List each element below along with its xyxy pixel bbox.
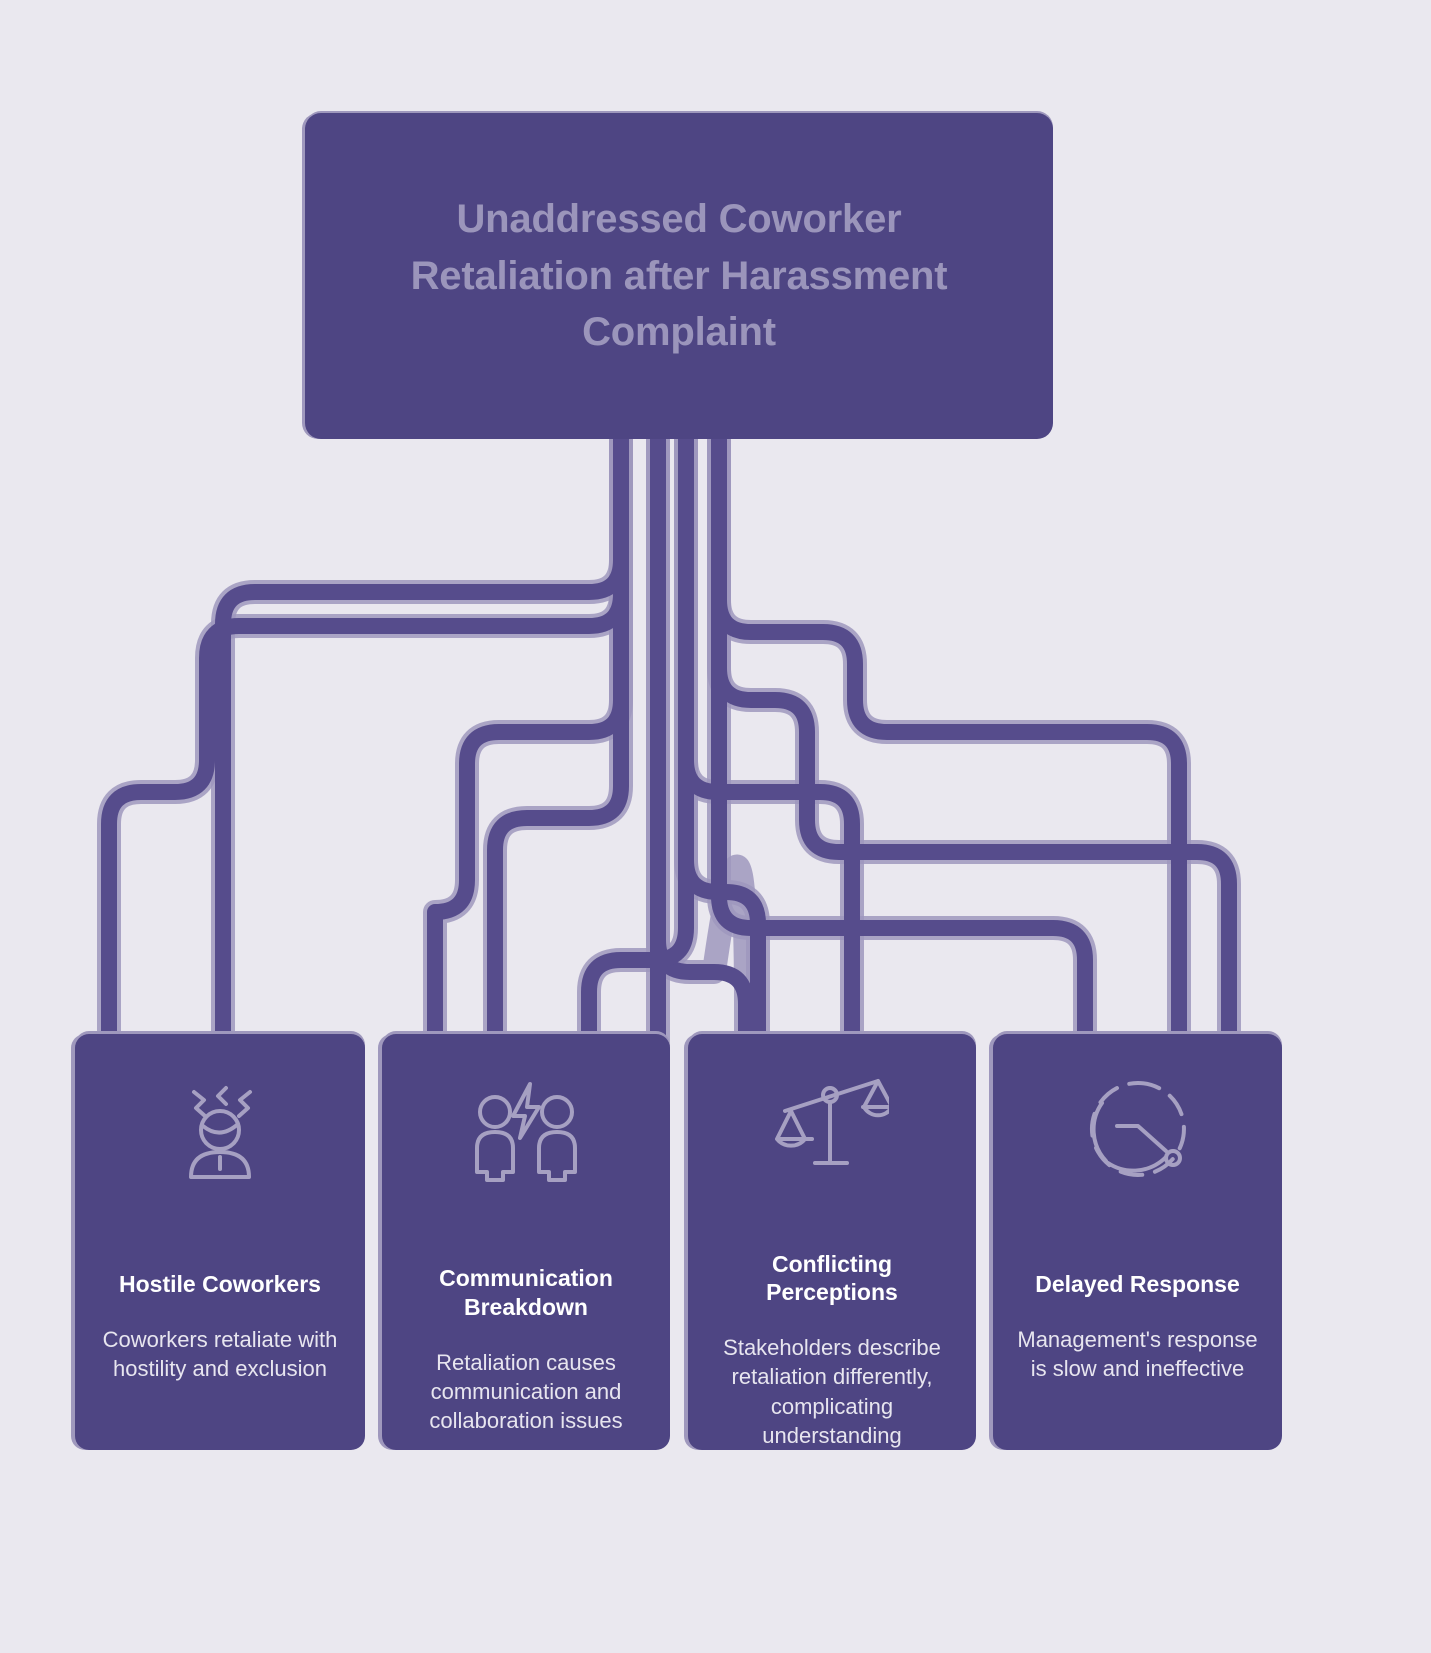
branch-card-description: Retaliation causes communication and col… — [429, 1349, 623, 1434]
branch-card-title: Hostile Coworkers — [119, 1271, 321, 1297]
connector-halos — [97, 428, 1241, 1052]
angry-person-icon — [172, 1070, 268, 1188]
clock-delay-icon — [1086, 1070, 1190, 1188]
root-node[interactable]: Unaddressed Coworker Retaliation after H… — [305, 113, 1053, 439]
branch-card-description: Stakeholders describe retaliation differ… — [723, 1335, 941, 1448]
two-people-conflict-icon — [470, 1070, 582, 1188]
branch-card-hostile-coworkers[interactable]: Hostile Coworkers Coworkers retaliate wi… — [75, 1034, 365, 1450]
connector-strokes — [101, 432, 1237, 1048]
branch-card-conflicting-perceptions[interactable]: Conflicting Perceptions Stakeholders des… — [688, 1034, 976, 1450]
root-node-title: Unaddressed Coworker Retaliation after H… — [410, 196, 948, 355]
unbalanced-scales-icon — [775, 1070, 889, 1174]
branch-card-description: Coworkers retaliate with hostility and e… — [102, 1326, 338, 1381]
branch-card-communication-breakdown[interactable]: Communication Breakdown Retaliation caus… — [382, 1034, 670, 1450]
branch-card-title: Delayed Response — [1035, 1271, 1240, 1297]
branch-card-description: Management's response is slow and ineffe… — [1017, 1326, 1258, 1381]
branch-card-delayed-response[interactable]: Delayed Response Management's response i… — [993, 1034, 1282, 1450]
branch-card-title: Communication Breakdown — [439, 1265, 613, 1320]
branch-card-title: Conflicting Perceptions — [766, 1250, 898, 1306]
